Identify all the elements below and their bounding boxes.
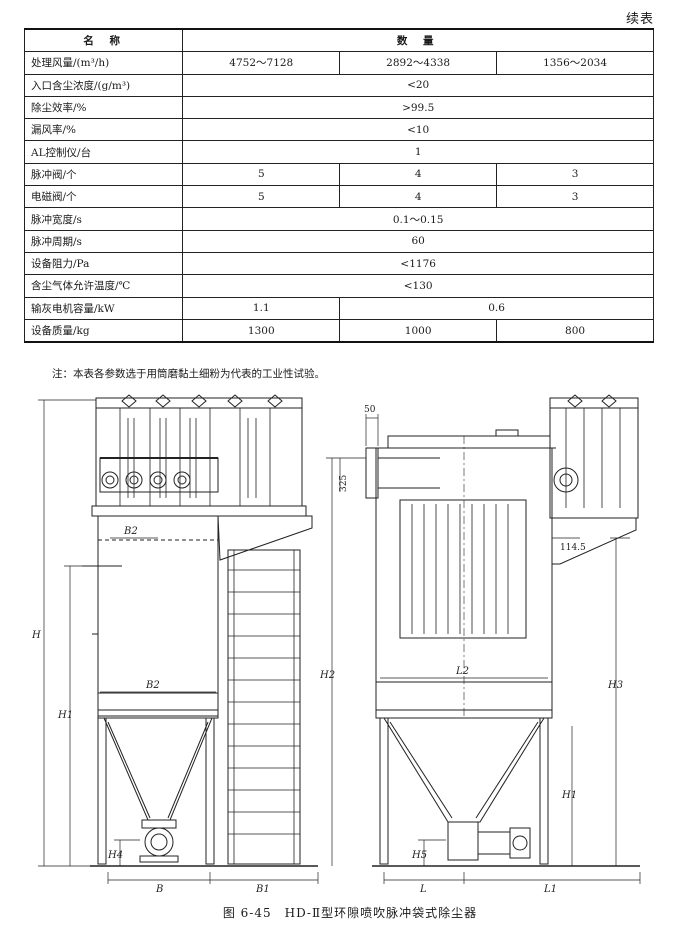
- row-value: 800: [496, 318, 654, 343]
- row-value: 5: [182, 162, 341, 187]
- side-view: H2 H3 H1 H5 L2 L L1 50 325 114.5: [319, 394, 641, 895]
- row-value: 2892～4338: [339, 51, 498, 75]
- front-view: H H1 H4 B2 B2 B B1: [31, 394, 319, 895]
- dim-H2: H2: [319, 670, 335, 681]
- row-label: 除尘效率/%: [23, 95, 184, 120]
- dim-50: 50: [364, 405, 376, 415]
- row-label: 脉冲阀/个: [23, 162, 184, 187]
- table-row: 漏风率/%<10: [23, 118, 654, 142]
- row-value: 3: [496, 162, 654, 187]
- dim-114-5: 114.5: [560, 543, 586, 553]
- row-label: 漏风率/%: [23, 118, 184, 142]
- dim-H1: H1: [57, 710, 73, 721]
- row-value: 60: [182, 229, 654, 253]
- row-value: 4: [339, 185, 498, 209]
- dim-H: H: [31, 630, 41, 641]
- row-value: 4: [339, 162, 498, 187]
- row-value: 1000: [339, 318, 498, 343]
- dim-H4: H4: [107, 850, 123, 861]
- row-label: 设备阻力/Pa: [23, 251, 184, 276]
- row-value: 0.6: [339, 296, 654, 320]
- table-header-row: 名 称 数 量: [23, 28, 654, 53]
- row-value: 3: [496, 185, 654, 209]
- row-label: 设备质量/kg: [23, 318, 184, 343]
- row-label: 处理风量/(m³/h): [23, 51, 184, 75]
- dim-L: L: [419, 884, 427, 895]
- table-row: 入口含尘浓度/(g/m³)<20: [23, 73, 654, 97]
- row-label: 脉冲周期/s: [23, 229, 184, 253]
- dim-B2-top: B2: [123, 526, 138, 537]
- dim-B2-mid: B2: [145, 680, 160, 691]
- row-label: AL控制仪/台: [23, 140, 184, 164]
- row-value: 1: [182, 140, 654, 164]
- row-value: <130: [182, 274, 654, 298]
- table-row: 设备阻力/Pa<1176: [23, 251, 654, 276]
- header-name: 名 称: [23, 28, 184, 53]
- table-note: 注：本表各参数选于用筒磨黏土细粉为代表的工业性试验。: [52, 368, 325, 380]
- row-label: 脉冲宽度/s: [23, 207, 184, 231]
- row-label: 入口含尘浓度/(g/m³): [23, 73, 184, 97]
- row-value: 1356～2034: [496, 51, 654, 75]
- row-value: <10: [182, 118, 654, 142]
- dim-L2: L2: [455, 666, 469, 677]
- row-value: >99.5: [182, 95, 654, 120]
- dim-H5: H5: [411, 850, 427, 861]
- row-value: 1.1: [182, 296, 341, 320]
- row-value: 4752～7128: [182, 51, 341, 75]
- dim-L1: L1: [543, 884, 557, 895]
- row-value: 0.1～0.15: [182, 207, 654, 231]
- row-label: 电磁阀/个: [23, 185, 184, 209]
- dim-325: 325: [339, 475, 349, 492]
- figure-caption: 图 6-45 HD-Ⅱ型环隙喷吹脉冲袋式除尘器: [222, 906, 478, 920]
- row-value: <1176: [182, 251, 654, 276]
- header-value: 数 量: [182, 28, 654, 53]
- dim-H1-right: H1: [561, 790, 577, 801]
- dust-collector-drawing: H H1 H4 B2 B2 B B1: [31, 394, 641, 895]
- dim-B: B: [155, 884, 163, 895]
- row-value: 5: [182, 185, 341, 209]
- dim-H3: H3: [607, 680, 623, 691]
- table-row: 含尘气体允许温度/℃<130: [23, 274, 654, 298]
- row-label: 输灰电机容量/kW: [23, 296, 184, 320]
- table-row: 除尘效率/%>99.5: [23, 95, 654, 120]
- continuation-label: 续表: [625, 12, 654, 27]
- row-value: 1300: [182, 318, 341, 343]
- row-value: <20: [182, 73, 654, 97]
- row-label: 含尘气体允许温度/℃: [23, 274, 184, 298]
- dim-B1: B1: [255, 884, 270, 895]
